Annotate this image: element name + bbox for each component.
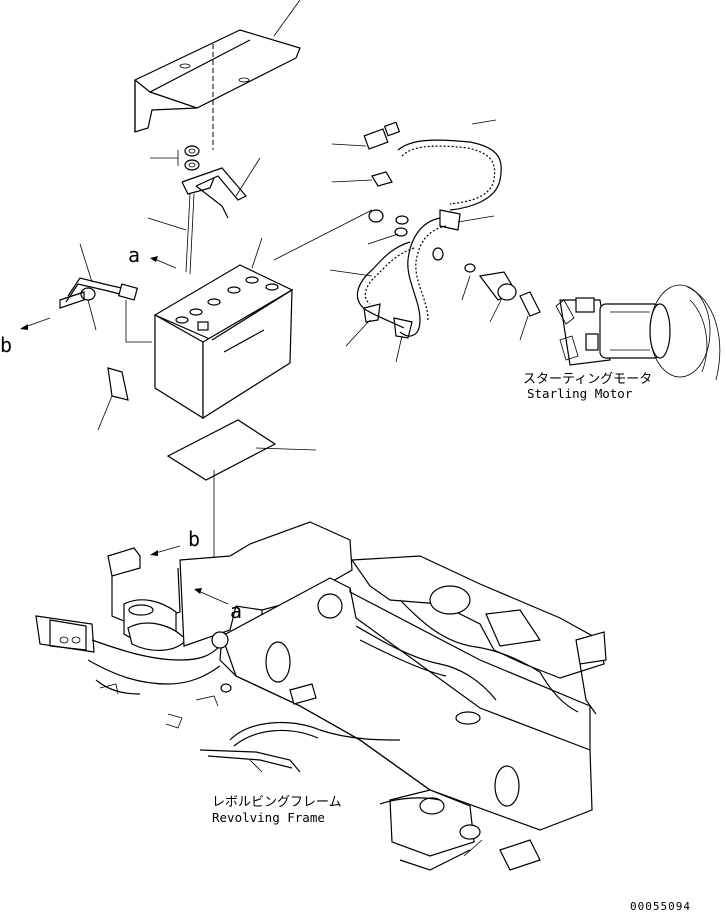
battery xyxy=(153,209,373,420)
callout-b-label: b xyxy=(0,333,12,357)
revolving-frame-jp-label: レボルビングフレーム xyxy=(212,795,342,810)
starting-motor-en-label: Starling Motor xyxy=(527,386,633,401)
callout-a-label: a xyxy=(128,243,140,267)
battery-mat xyxy=(166,419,317,560)
wiring-harness xyxy=(329,119,502,363)
battery-cable-left xyxy=(59,243,152,343)
revolving-frame-en-label: Revolving Frame xyxy=(212,810,325,825)
drawing-number: 00055094 xyxy=(630,900,691,913)
revolving-frame: レボルビングフレーム Revolving Frame xyxy=(35,521,607,871)
callout-b-frame-label: b xyxy=(188,527,200,551)
starting-motor-jp-label: スターティングモータ xyxy=(523,372,652,387)
callout-b-left: b xyxy=(0,317,51,357)
callout-b-frame: b xyxy=(150,527,200,556)
battery-cover xyxy=(134,0,301,150)
callout-a-frame: a xyxy=(194,588,242,623)
hold-down-bracket xyxy=(147,145,261,275)
terminal-boot xyxy=(478,271,541,341)
callout-a-top: a xyxy=(128,243,177,269)
callout-a-frame-label: a xyxy=(230,599,242,623)
label-sticker xyxy=(97,367,129,431)
starting-motor: スターティングモータ Starling Motor xyxy=(523,284,721,401)
